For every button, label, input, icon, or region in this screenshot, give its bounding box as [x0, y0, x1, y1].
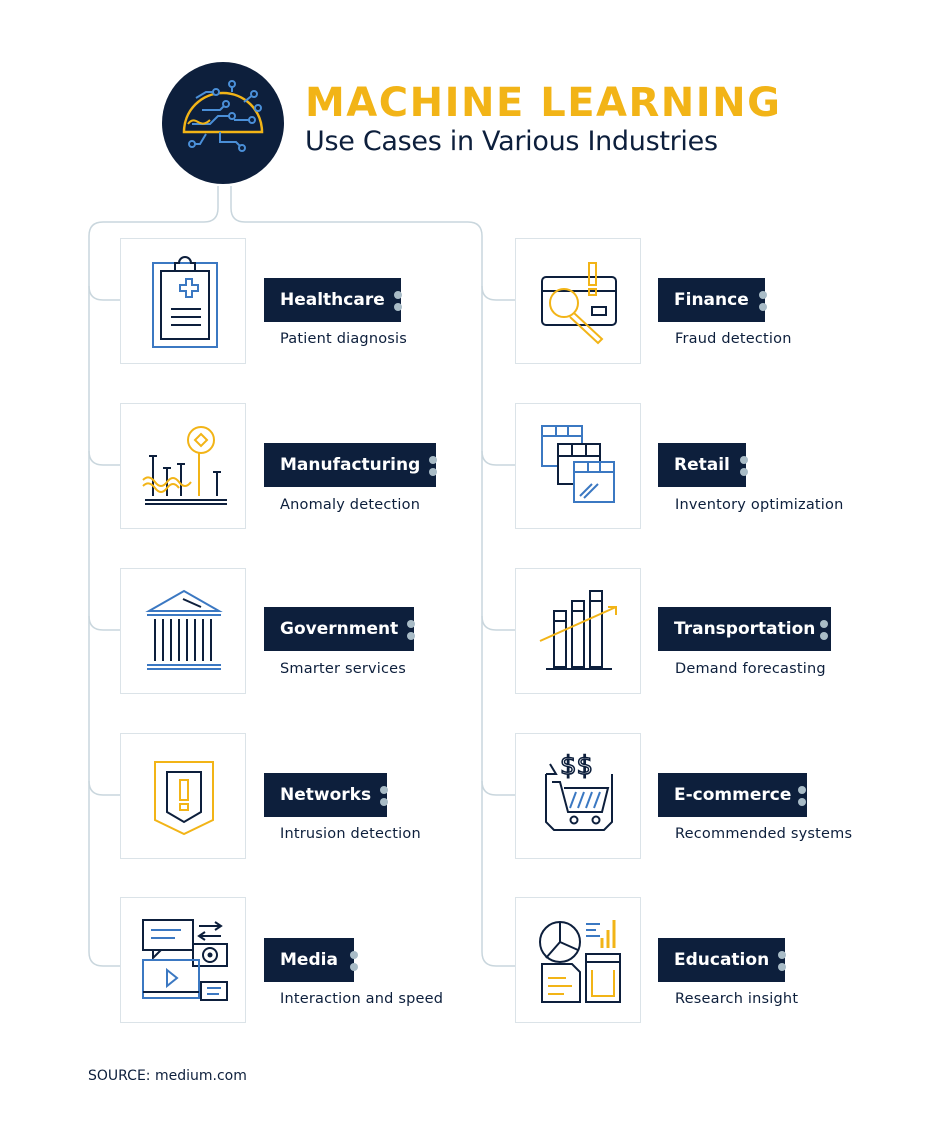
connector-dot — [380, 798, 388, 806]
connector-dot — [394, 303, 402, 311]
source-credit: SOURCE: medium.com — [88, 1068, 247, 1084]
connector-dot — [429, 468, 437, 476]
industry-label-education: Education — [658, 938, 786, 982]
bar-chart-trend-icon — [539, 590, 617, 670]
use-case-finance: Fraud detection — [675, 331, 792, 347]
connector-dot — [350, 951, 358, 959]
boxes-icon — [541, 425, 615, 503]
page-subtitle: Use Cases in Various Industries — [305, 126, 718, 157]
use-case-media: Interaction and speed — [280, 991, 444, 1007]
industry-label-ecommerce: E-commerce — [658, 773, 808, 817]
use-case-networks: Intrusion detection — [280, 826, 421, 842]
use-case-education: Research insight — [675, 991, 799, 1007]
card-magnifier-icon — [541, 262, 617, 345]
connector-dot — [778, 951, 786, 959]
industry-label-retail: Retail — [658, 443, 746, 487]
use-case-transportation: Demand forecasting — [675, 661, 826, 677]
industry-label-government: Government — [264, 607, 415, 651]
connector-dot — [759, 303, 767, 311]
signal-waveform-icon — [142, 426, 227, 505]
ecommerce-icon-box: $$ — [515, 733, 641, 859]
page-title: MACHINE LEARNING — [305, 80, 782, 126]
industry-label-healthcare: Healthcare — [264, 278, 401, 322]
connector-dot — [429, 456, 437, 464]
industry-label-transportation: Transportation — [658, 607, 832, 651]
connector-dot — [798, 798, 806, 806]
healthcare-icon-box — [120, 238, 246, 364]
connector-dot — [407, 632, 415, 640]
connector-dot — [778, 963, 786, 971]
education-icon-box — [515, 897, 641, 1023]
connector-dot — [798, 786, 806, 794]
industry-label-finance: Finance — [658, 278, 765, 322]
media-icon-box — [120, 897, 246, 1023]
connector-dot — [759, 291, 767, 299]
industry-label-media: Media — [264, 938, 354, 982]
retail-icon-box — [515, 403, 641, 529]
brain-circuit-icon — [182, 80, 264, 152]
use-case-retail: Inventory optimization — [675, 497, 844, 513]
manufacturing-icon-box — [120, 403, 246, 529]
connector-dot — [380, 786, 388, 794]
connector-dot — [407, 620, 415, 628]
svg-text:$$: $$ — [560, 751, 593, 781]
shield-alert-icon — [154, 761, 214, 836]
clipboard-medical-icon — [152, 256, 218, 348]
connector-dot — [740, 468, 748, 476]
use-case-healthcare: Patient diagnosis — [280, 331, 408, 347]
transportation-icon-box — [515, 568, 641, 694]
connector-dot — [820, 632, 828, 640]
use-case-ecommerce: Recommended systems — [675, 826, 853, 842]
pie-chart-documents-icon — [539, 920, 621, 1003]
use-case-government: Smarter services — [280, 661, 407, 677]
connector-dot — [394, 291, 402, 299]
finance-icon-box — [515, 238, 641, 364]
connector-dot — [350, 963, 358, 971]
networks-icon-box — [120, 733, 246, 859]
ml-brain-logo — [162, 62, 284, 184]
media-devices-icon — [142, 919, 228, 1001]
government-icon-box — [120, 568, 246, 694]
industry-label-manufacturing: Manufacturing — [264, 443, 437, 487]
industry-label-networks: Networks — [264, 773, 388, 817]
connector-dot — [820, 620, 828, 628]
use-case-manufacturing: Anomaly detection — [280, 497, 421, 513]
shopping-cart-icon: $$ — [545, 750, 613, 831]
connector-dot — [740, 456, 748, 464]
government-building-icon — [145, 589, 223, 670]
